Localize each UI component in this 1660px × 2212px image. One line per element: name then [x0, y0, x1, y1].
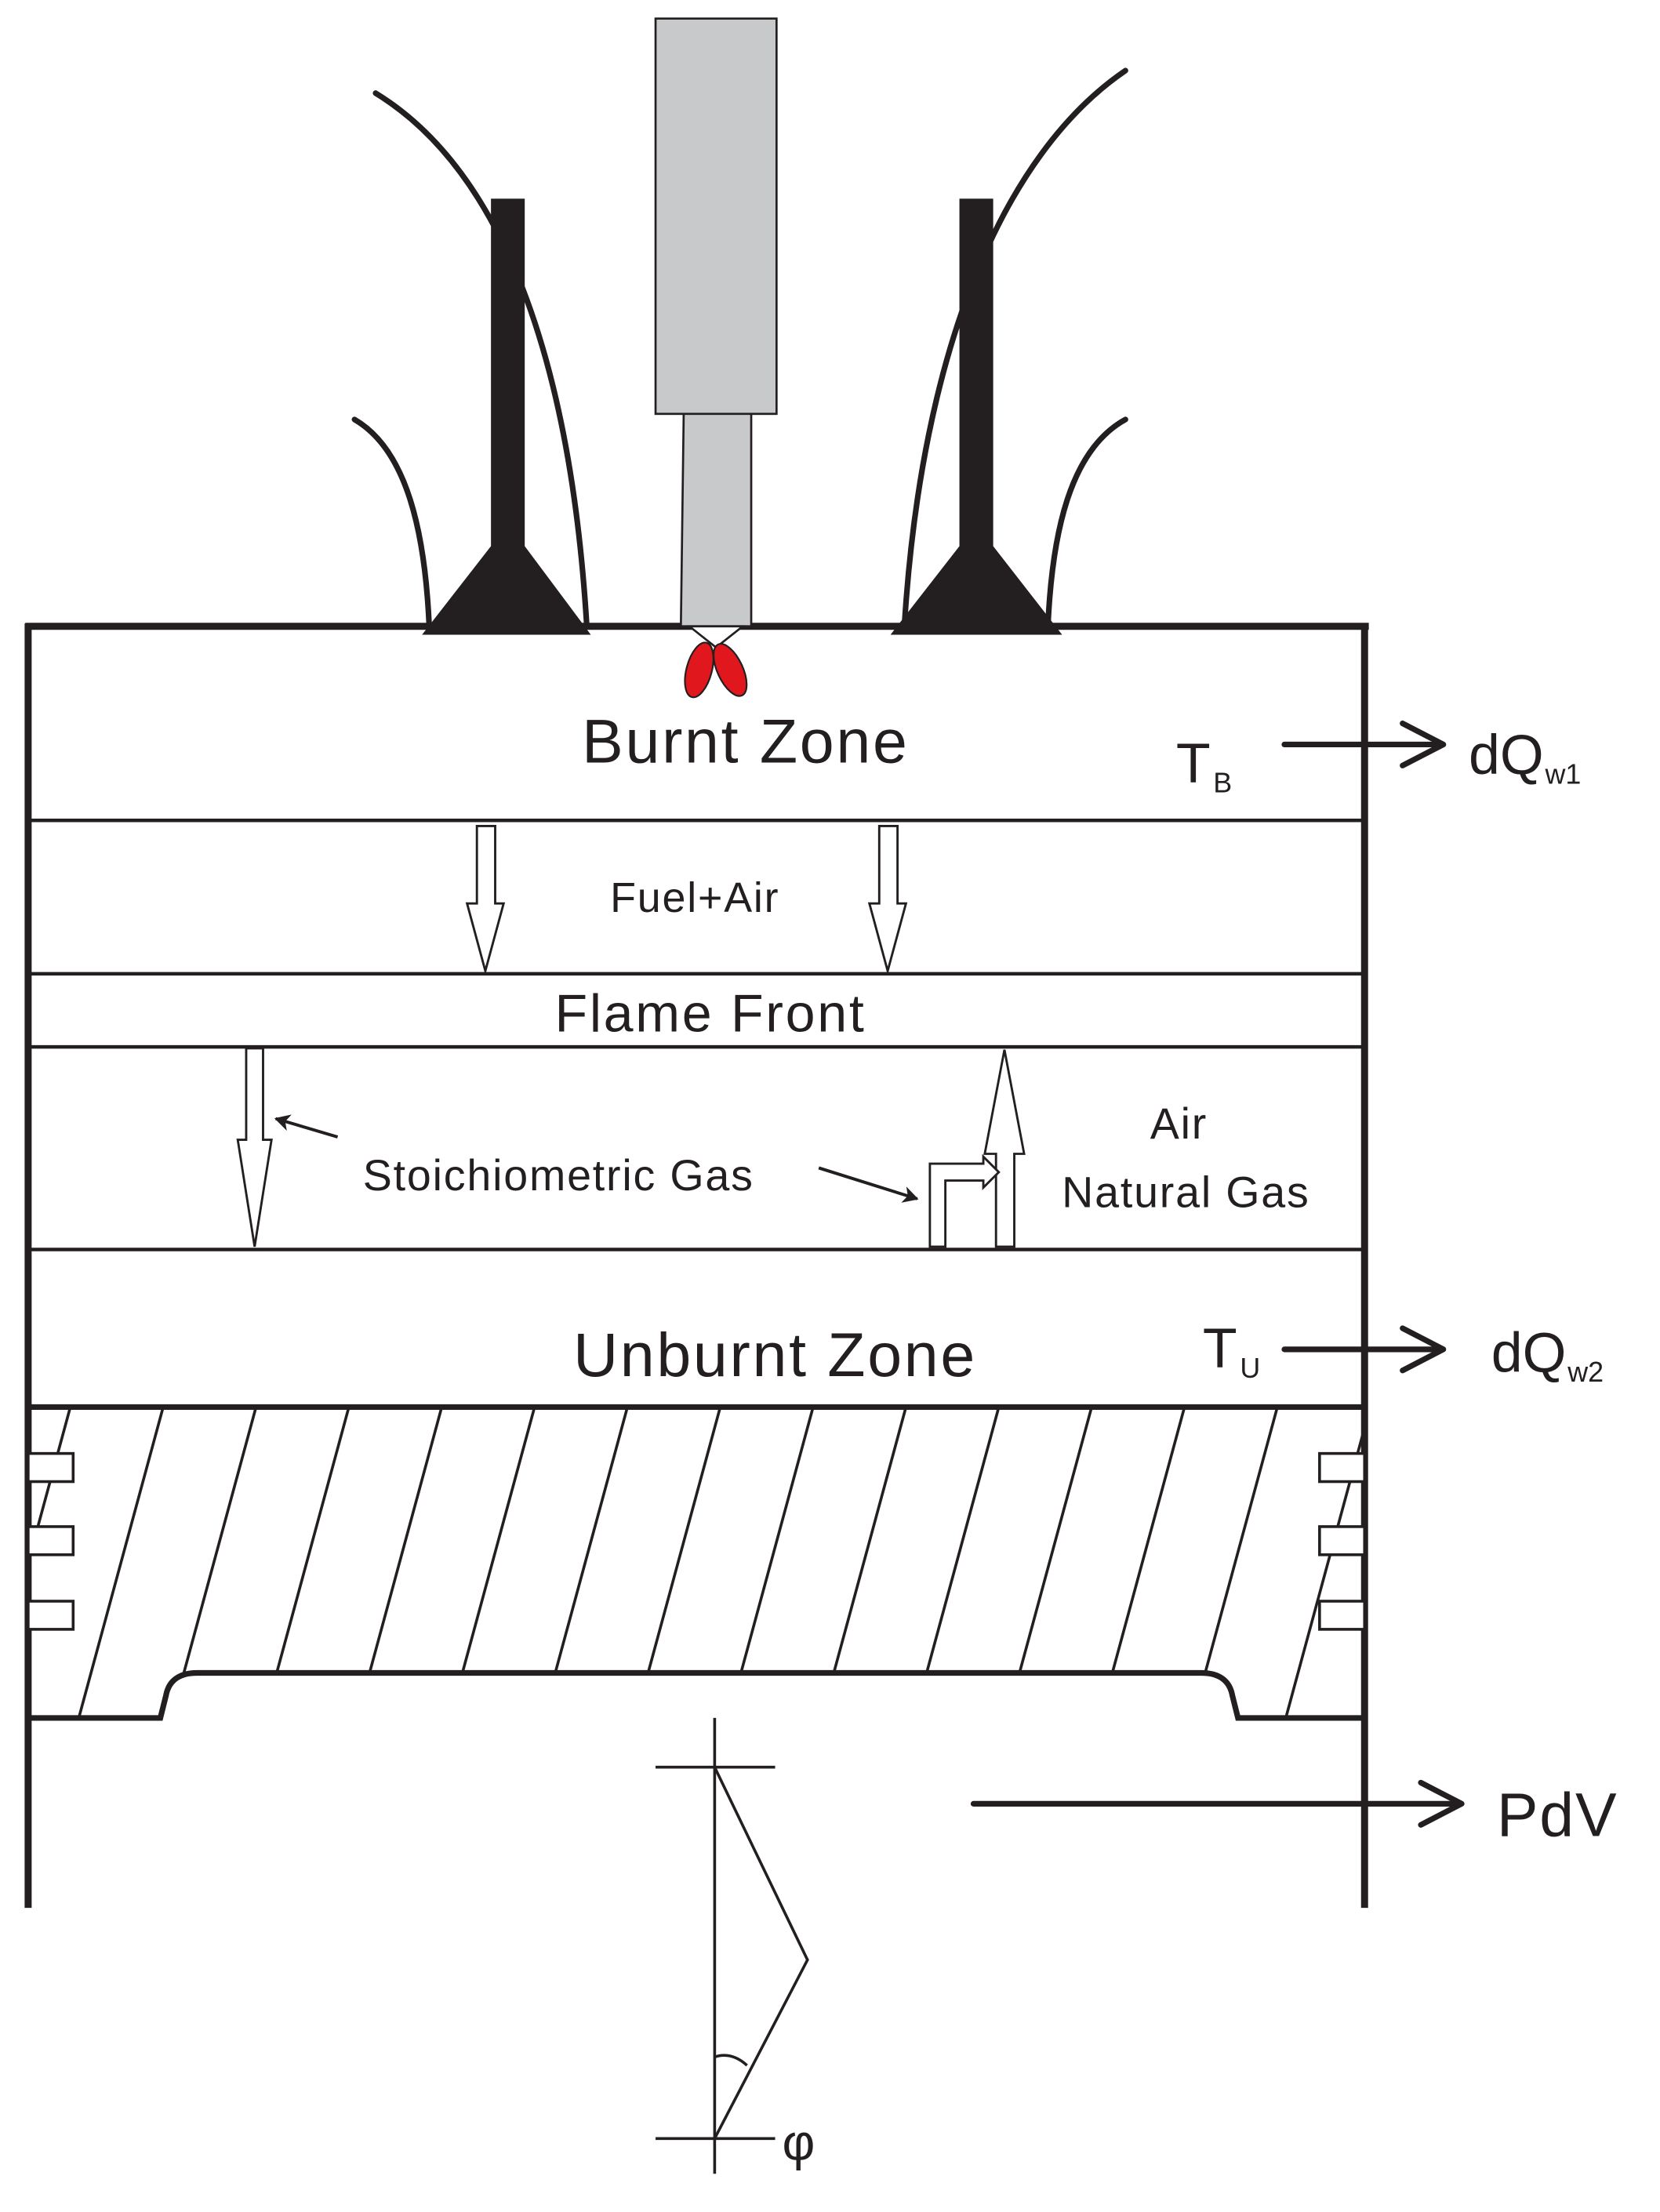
piston [27, 1404, 1463, 1721]
right-port-outer-curve [901, 67, 1128, 627]
ring-left-1 [27, 1451, 75, 1484]
crank-rod [713, 1766, 809, 2140]
ring-right-3 [1318, 1600, 1367, 1631]
flux-arrows [970, 720, 1465, 1828]
piston-outline [27, 1404, 1362, 1721]
heat-loss-arrow-unburnt [1281, 1325, 1447, 1374]
pointer-to-bend-arrow [818, 1166, 919, 1203]
hatch-line [1099, 1407, 1186, 1718]
hatch-line [634, 1407, 722, 1718]
hatch-line [77, 1407, 165, 1718]
ring-right-2 [1318, 1525, 1367, 1556]
burnt-zone-label: Burnt Zone [582, 707, 909, 776]
hatch-line [263, 1407, 351, 1718]
cylinder [24, 623, 1369, 1909]
left-port-outer-curve [372, 90, 590, 627]
hatch-line [820, 1407, 908, 1718]
return-bend-arrow [928, 1153, 1001, 1248]
crank-angle-label: φ [783, 2114, 815, 2170]
natural-gas-label: Natural Gas [1062, 1168, 1309, 1217]
left-valve [422, 198, 591, 635]
fuel-spray-left [684, 641, 714, 699]
hatch-line [1378, 1407, 1463, 1717]
injector-tip [686, 625, 746, 649]
heat-loss-unburnt-label: dQw2 [1491, 1322, 1604, 1389]
hatch-line [170, 1407, 258, 1718]
pointer-arrows [274, 1114, 919, 1203]
injector-nozzle [679, 412, 753, 628]
heat-loss-burnt-label: dQw1 [1469, 724, 1581, 790]
hatch-line [541, 1407, 629, 1718]
valves [422, 198, 1062, 635]
unburnt-zone-label: Unburnt Zone [573, 1320, 977, 1389]
injector [654, 17, 778, 699]
flow-arrows [236, 825, 1026, 1248]
flame-front-label: Flame Front [555, 983, 866, 1043]
fuel-spray-right [712, 643, 748, 697]
fuel-air-down-arrow-right [867, 825, 908, 975]
hatch-line [727, 1407, 815, 1718]
work-arrow [970, 1779, 1465, 1828]
crank-linkage [656, 1717, 809, 2174]
piston-rings [27, 1451, 1367, 1631]
zone-dividers [27, 819, 1365, 1251]
fuel-air-down-arrow-left [465, 825, 506, 975]
natural-gas-up-arrow [983, 1049, 1026, 1248]
right-valve [890, 198, 1062, 635]
hatch-line [1005, 1407, 1093, 1718]
hatch-line [449, 1407, 536, 1718]
pdv-label: PdV [1497, 1781, 1618, 1850]
labels: Burnt Zone Fuel+Air Flame Front Stoichio… [363, 707, 1618, 2171]
hatch-line [355, 1407, 444, 1718]
pointer-to-left-arrow [274, 1114, 339, 1139]
hatch-line [913, 1407, 1001, 1718]
heat-loss-arrow-burnt [1281, 720, 1447, 768]
hatch-line [1191, 1407, 1279, 1718]
fuel-air-label: Fuel+Air [610, 874, 779, 921]
stoichiometric-down-arrow [236, 1047, 273, 1248]
ring-left-2 [27, 1525, 75, 1556]
air-label: Air [1150, 1099, 1208, 1148]
right-port-inner-curve [1044, 416, 1128, 627]
ring-right-1 [1318, 1451, 1367, 1484]
injector-body [654, 17, 778, 416]
stoichiometric-gas-label: Stoichiometric Gas [363, 1151, 754, 1200]
left-port-inner-curve [351, 416, 432, 627]
ring-left-3 [27, 1600, 75, 1631]
crank-angle-arc [714, 2054, 748, 2067]
